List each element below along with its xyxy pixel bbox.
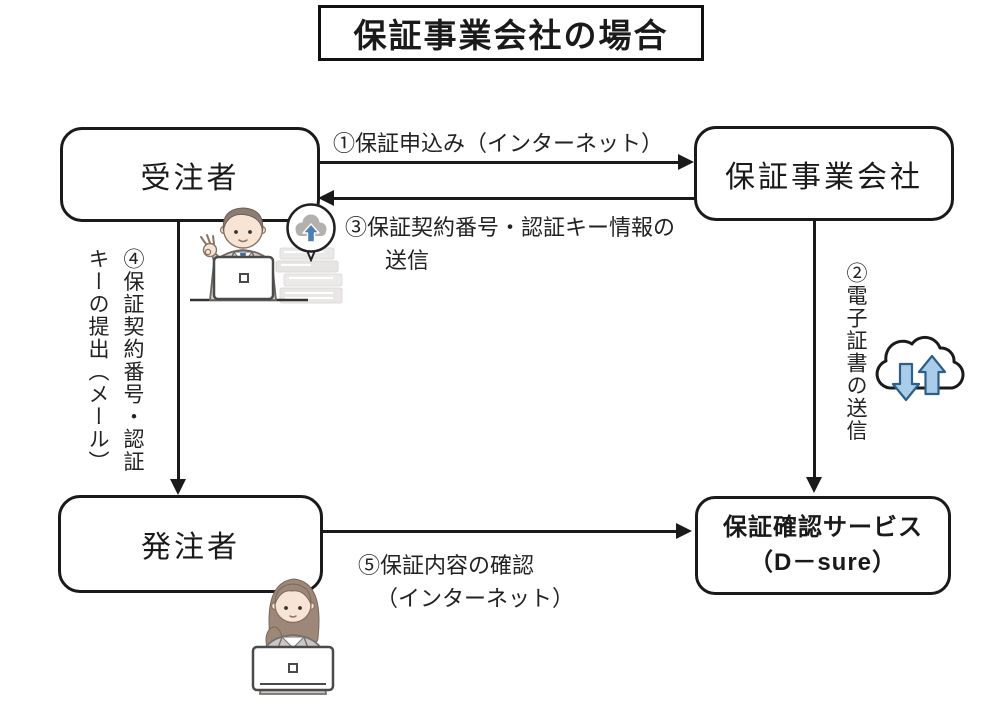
arrow-step1-head — [678, 154, 694, 170]
upload-arrow-icon — [917, 354, 947, 396]
cloud-upload-bubble-icon — [286, 203, 336, 262]
node-contractor-label: 受注者 — [140, 161, 240, 195]
node-confirm-service: 保証確認サービス （D－sure） — [695, 496, 951, 595]
arrow-step5-label-line2: （インターネット） — [376, 586, 575, 611]
arrow-step2-line — [813, 221, 816, 478]
node-contractor: 受注者 — [60, 127, 320, 222]
node-confirm-service-line2: （D－sure） — [748, 548, 898, 576]
node-orderer-label: 発注者 — [141, 531, 240, 564]
arrow-step5-line — [322, 530, 678, 533]
node-guarantee-company-label: 保証事業会社 — [725, 160, 923, 194]
businesswoman-at-laptop-illustration — [251, 578, 335, 695]
businessman-at-laptop-illustration — [190, 207, 308, 302]
arrow-step1-line — [320, 161, 680, 164]
title-box: 保証事業会社の場合 — [318, 5, 704, 61]
arrow-step3-line — [334, 197, 697, 200]
arrow-step5-head — [676, 523, 692, 539]
arrow-step2-head — [806, 477, 822, 493]
arrow-step3-label-line2: 送信 — [385, 248, 430, 273]
arrow-step5-label-line1: ⑤保証内容の確認 — [358, 553, 535, 578]
node-confirm-service-line1: 保証確認サービス — [723, 513, 923, 541]
arrow-step4-label: ④保証契約番号・認証キーの提出（メール） — [86, 248, 145, 473]
upload-arrow-icon — [302, 223, 320, 243]
download-arrow-icon — [891, 362, 921, 402]
cloud-download-upload-icon — [875, 335, 965, 402]
arrow-step1-label: ①保証申込み（インターネット） — [333, 131, 664, 156]
arrow-step4-head — [170, 479, 186, 495]
page-title: 保証事業会社の場合 — [353, 17, 669, 54]
arrow-step2-label: ②電子証書の送信 — [844, 262, 868, 442]
laptop-icon — [251, 645, 335, 692]
laptop-icon — [212, 255, 275, 301]
arrow-step3-label-line1: ③保証契約番号・認証キー情報の — [345, 215, 676, 240]
arrow-step3-head — [318, 190, 334, 206]
node-orderer: 発注者 — [58, 495, 323, 593]
node-guarantee-company: 保証事業会社 — [694, 126, 954, 221]
arrow-step4-line — [177, 222, 180, 480]
